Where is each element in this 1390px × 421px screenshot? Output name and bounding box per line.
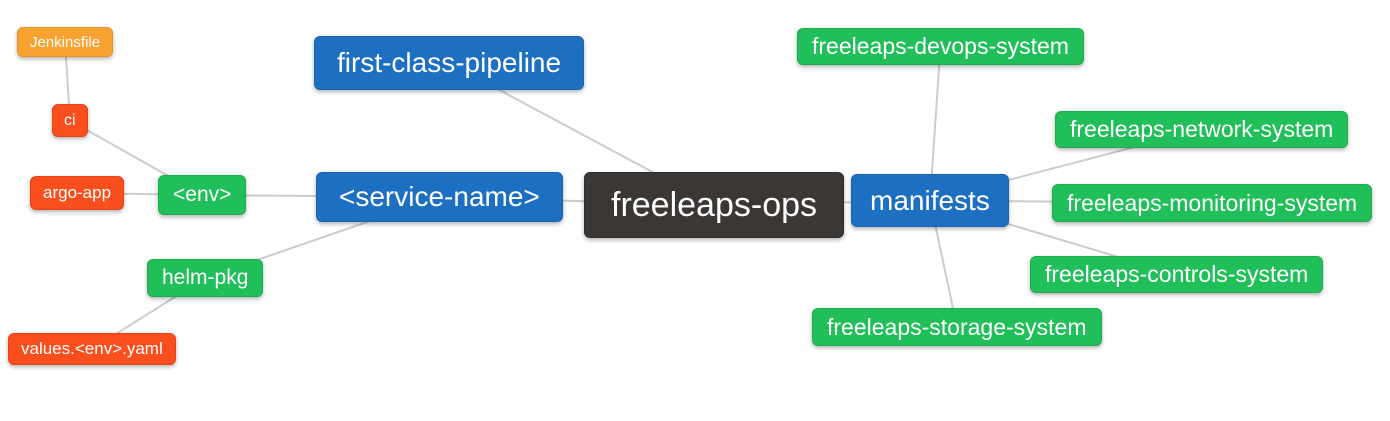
node-storage-system[interactable]: freeleaps-storage-system — [812, 308, 1102, 346]
node-service-name[interactable]: <service-name> — [316, 172, 563, 222]
node-values-env-yaml[interactable]: values.<env>.yaml — [8, 333, 176, 365]
node-manifests[interactable]: manifests — [851, 174, 1009, 227]
node-argo-app[interactable]: argo-app — [30, 176, 125, 210]
node-devops-system[interactable]: freeleaps-devops-system — [797, 28, 1084, 65]
node-helm-pkg[interactable]: helm-pkg — [147, 259, 264, 297]
node-ci[interactable]: ci — [52, 104, 88, 137]
node-first-class-pipeline[interactable]: first-class-pipeline — [314, 36, 585, 90]
node-network-system[interactable]: freeleaps-network-system — [1055, 111, 1349, 148]
node-jenkinsfile[interactable]: Jenkinsfile — [17, 27, 114, 57]
node-freeleaps-ops[interactable]: freeleaps-ops — [584, 172, 845, 238]
node-monitoring-system[interactable]: freeleaps-monitoring-system — [1052, 184, 1373, 222]
node-controls-system[interactable]: freeleaps-controls-system — [1030, 256, 1324, 293]
node-env[interactable]: <env> — [158, 175, 247, 215]
